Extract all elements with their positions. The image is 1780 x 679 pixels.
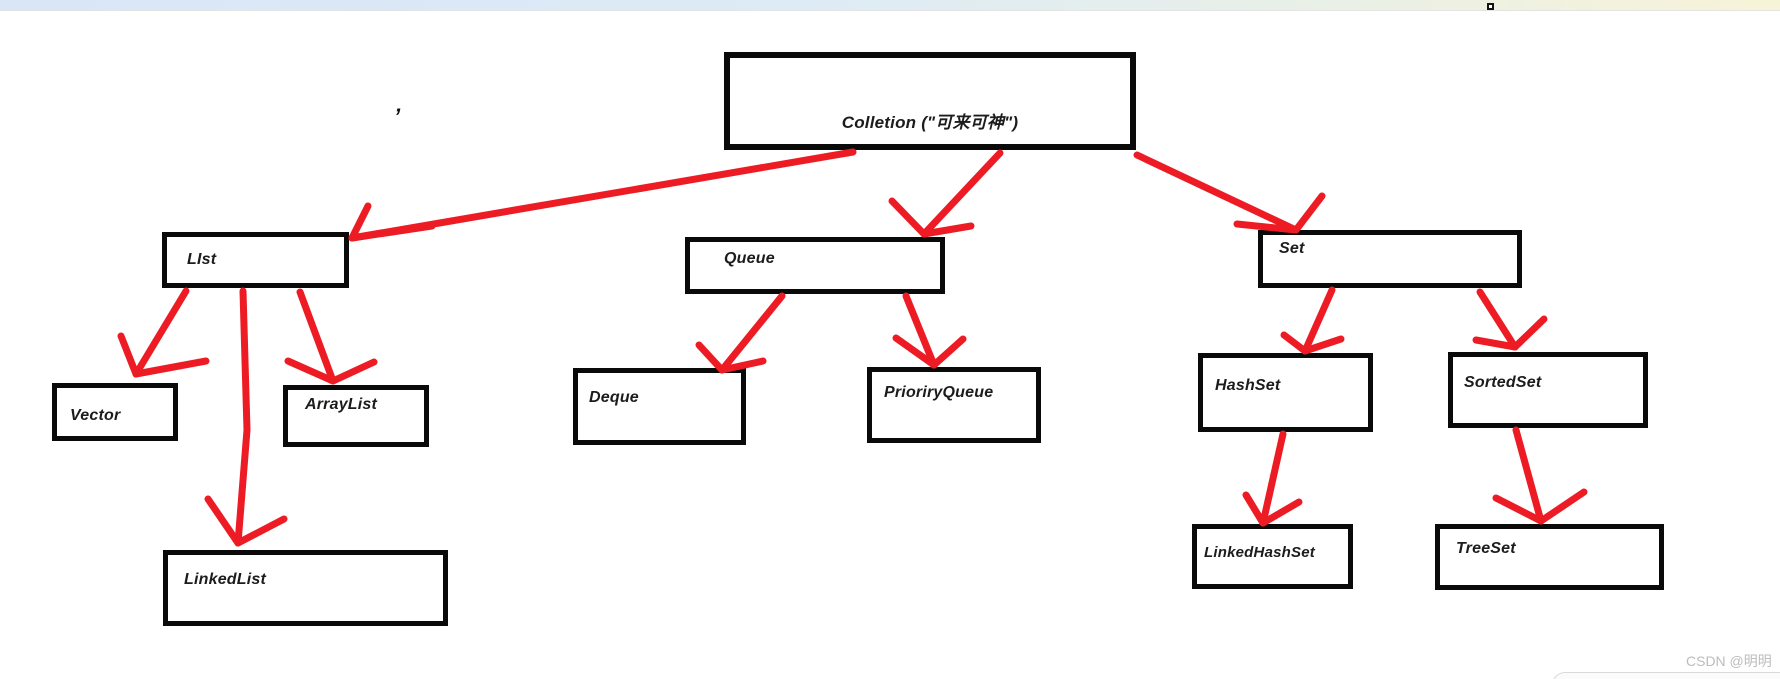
node-collection: Colletion ("可来可神") [724, 52, 1136, 150]
node-collection-label: Colletion ("可来可神") [841, 112, 1019, 132]
csdn-watermark: CSDN @明明 [1686, 653, 1772, 669]
node-vector: Vector [52, 383, 178, 441]
arrow-set-to-hashset [1280, 286, 1345, 355]
node-list-label: LIst [187, 251, 217, 268]
window-top-strip [0, 0, 1780, 11]
node-treeset: TreeSet [1435, 524, 1664, 590]
arrow-sortedset-to-treeset [1492, 426, 1588, 525]
stray-pen-mark: ’ [394, 104, 401, 129]
node-linkedhashset-label: LinkedHashSet [1204, 544, 1315, 561]
arrow-set-to-sortedset [1472, 288, 1548, 351]
node-queue-label: Queue [724, 249, 775, 267]
node-linkedhashset: LinkedHashSet [1192, 524, 1353, 589]
node-linkedlist-label: LinkedList [184, 571, 267, 588]
arrow-queue-to-priorityqueue [892, 292, 967, 369]
node-hashset: HashSet [1198, 353, 1373, 432]
node-sortedset: SortedSet [1448, 352, 1648, 428]
node-treeset-label: TreeSet [1456, 540, 1516, 557]
node-queue: Queue [685, 237, 945, 294]
arrow-hashset-to-linkedhashset [1242, 430, 1303, 527]
node-sortedset-label: SortedSet [1464, 374, 1542, 391]
node-priorityqueue: PrioriryQueue [867, 367, 1041, 443]
arrow-list-to-linkedlist [204, 287, 288, 547]
node-list: LIst [162, 232, 349, 288]
node-priorityqueue-label: PrioriryQueue [884, 384, 994, 401]
node-linkedlist: LinkedList [163, 550, 448, 626]
arrow-collection-to-set [1133, 151, 1326, 234]
node-arraylist-label: ArrayList [305, 396, 378, 413]
node-hashset-label: HashSet [1215, 376, 1281, 394]
node-deque-label: Deque [589, 388, 639, 406]
arrow-list-to-arraylist [284, 288, 378, 385]
node-deque: Deque [573, 368, 746, 445]
node-vector-label: Vector [70, 407, 121, 424]
arrow-collection-to-queue [888, 149, 1004, 238]
node-set-label: Set [1279, 240, 1305, 257]
arrow-collection-to-list [348, 148, 857, 242]
resize-handle-icon[interactable] [1487, 3, 1494, 10]
bottom-overlay-pill [1552, 672, 1780, 679]
arrow-queue-to-deque [695, 292, 786, 374]
arrow-list-to-vector [117, 287, 210, 378]
node-set: Set [1258, 230, 1522, 288]
node-arraylist: ArrayList [283, 385, 429, 447]
